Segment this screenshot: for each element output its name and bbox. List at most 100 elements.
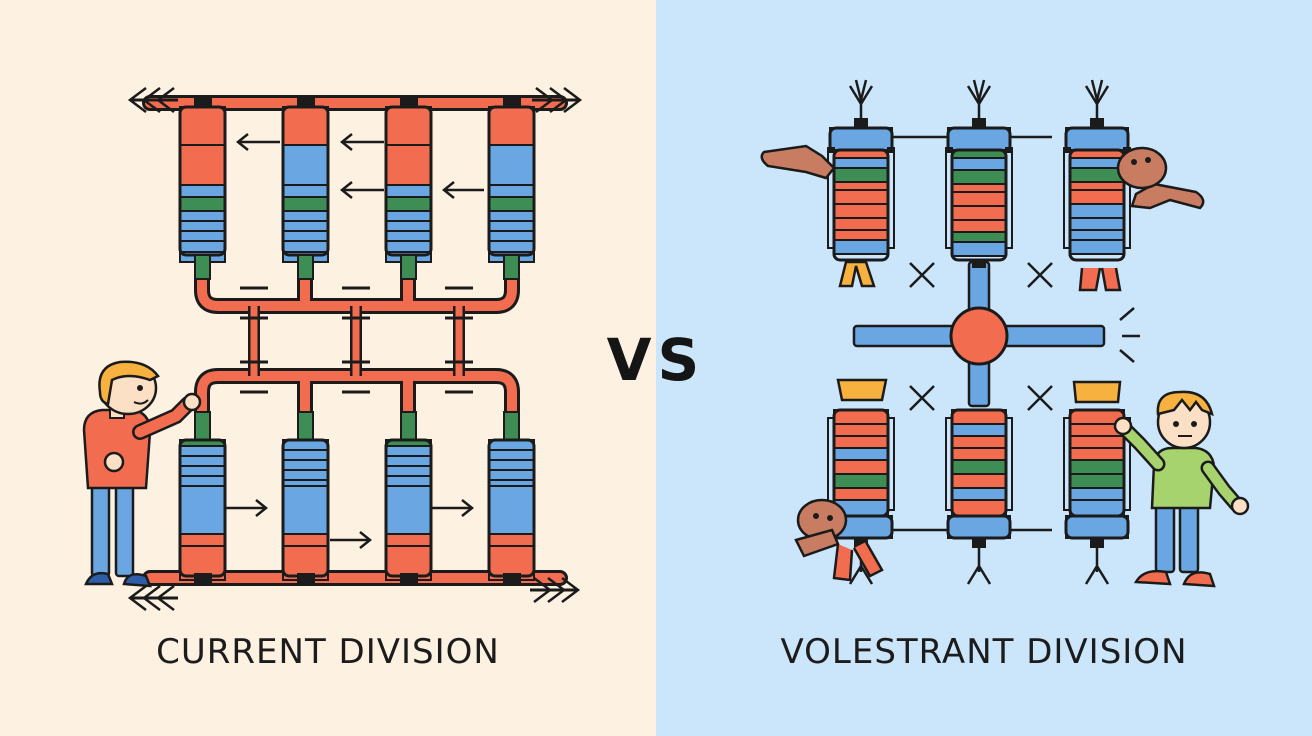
technician-figure	[82, 360, 202, 588]
left-arrow	[339, 181, 384, 199]
cell-bracket	[1005, 147, 1013, 249]
gremlin-eye	[827, 515, 833, 521]
valve	[445, 286, 473, 394]
pipe-outline	[194, 368, 520, 428]
cell-band	[833, 167, 889, 183]
cell-band	[951, 487, 1007, 501]
cell-band	[385, 210, 432, 222]
cell-band	[951, 183, 1007, 193]
cell-band	[833, 447, 889, 461]
cell-band	[833, 409, 889, 425]
sprout-stems	[1084, 79, 1110, 118]
cell-bracket	[945, 147, 953, 249]
cell-bracket	[827, 417, 835, 511]
cell-band	[1069, 157, 1125, 169]
green-connector	[297, 411, 314, 443]
gremlin-eye	[1131, 159, 1137, 165]
cell-band	[385, 230, 432, 242]
cell-band	[1069, 447, 1125, 461]
bottom-cell	[384, 438, 433, 581]
left-panel: CURRENT DIVISION	[0, 0, 656, 736]
cell-band	[833, 239, 889, 255]
cell-band	[282, 196, 329, 212]
fletching	[535, 87, 555, 113]
cell-band	[179, 465, 226, 477]
terminal-cap	[972, 118, 986, 128]
left-caption: CURRENT DIVISION	[156, 632, 500, 672]
arm	[134, 398, 194, 438]
x-mark	[909, 385, 935, 411]
cell-band	[282, 459, 329, 471]
x-mark	[1027, 385, 1053, 411]
cell-band	[951, 157, 1007, 171]
cell-band	[833, 229, 889, 241]
mouth	[133, 399, 149, 405]
fletching	[127, 87, 147, 113]
cell-band	[488, 240, 535, 253]
cell-band	[282, 469, 329, 481]
cell-band	[179, 184, 226, 198]
fletching	[155, 585, 175, 611]
flame-cap	[1072, 380, 1122, 404]
top-cell	[487, 105, 536, 263]
terminal-cap	[503, 98, 521, 108]
left-arrow	[235, 133, 280, 151]
green-connector	[194, 411, 211, 443]
cell-band	[179, 106, 226, 146]
x-mark	[1027, 262, 1053, 288]
right-caption: VOLESTRANT DIVISION	[780, 632, 1188, 672]
fletching	[141, 585, 161, 611]
flame-feet	[838, 260, 876, 288]
cell-band	[1065, 515, 1129, 539]
right-arrow	[224, 499, 269, 517]
cell-band	[833, 487, 889, 501]
cell-band	[1069, 189, 1125, 205]
cell-bottom-cap	[1064, 514, 1130, 540]
wire-end-bottom-left	[127, 585, 178, 611]
cell-band	[282, 240, 329, 253]
terminal-cap	[194, 573, 212, 583]
cell-bracket	[1123, 147, 1131, 249]
cell-bracket	[1063, 417, 1071, 511]
cell-band	[179, 475, 226, 487]
cell-band	[179, 445, 226, 457]
cell-bracket	[887, 147, 895, 249]
x-mark	[909, 262, 935, 288]
root-stems	[966, 548, 992, 585]
gremlin-body	[794, 528, 840, 558]
gremlin-head	[1116, 146, 1168, 190]
cell-bracket	[1063, 147, 1071, 249]
shoe	[122, 573, 152, 588]
terminal-cap	[194, 98, 212, 108]
top-cell	[832, 148, 890, 262]
green-connector	[297, 254, 314, 280]
top-cell	[950, 148, 1008, 262]
fletching	[563, 87, 583, 113]
terminal-cap	[503, 573, 521, 583]
cell-band	[282, 220, 329, 232]
cell-band	[179, 240, 226, 253]
cell-band	[1069, 499, 1125, 517]
cell-band	[385, 455, 432, 467]
pipe-outline	[194, 257, 520, 314]
spark-line	[1119, 349, 1135, 363]
cell-top-cap	[828, 126, 894, 154]
cell-band	[833, 189, 889, 205]
cell-bracket	[827, 147, 835, 249]
right-arrow	[430, 499, 475, 517]
arrow-head	[359, 531, 373, 549]
cell-top-cap	[1064, 126, 1130, 154]
eye	[1173, 421, 1179, 427]
spark-line	[1119, 307, 1135, 321]
gremlin-legs	[832, 541, 884, 582]
cell-band	[488, 230, 535, 242]
top-cell	[1068, 148, 1126, 262]
hand	[1230, 496, 1250, 516]
cell-band	[179, 144, 226, 186]
cell-band	[385, 196, 432, 212]
cell-band	[1069, 181, 1125, 191]
green-connector	[400, 254, 417, 280]
gremlin-legs	[1078, 267, 1122, 292]
cell-band	[1069, 217, 1125, 231]
flame-cap	[836, 378, 888, 402]
